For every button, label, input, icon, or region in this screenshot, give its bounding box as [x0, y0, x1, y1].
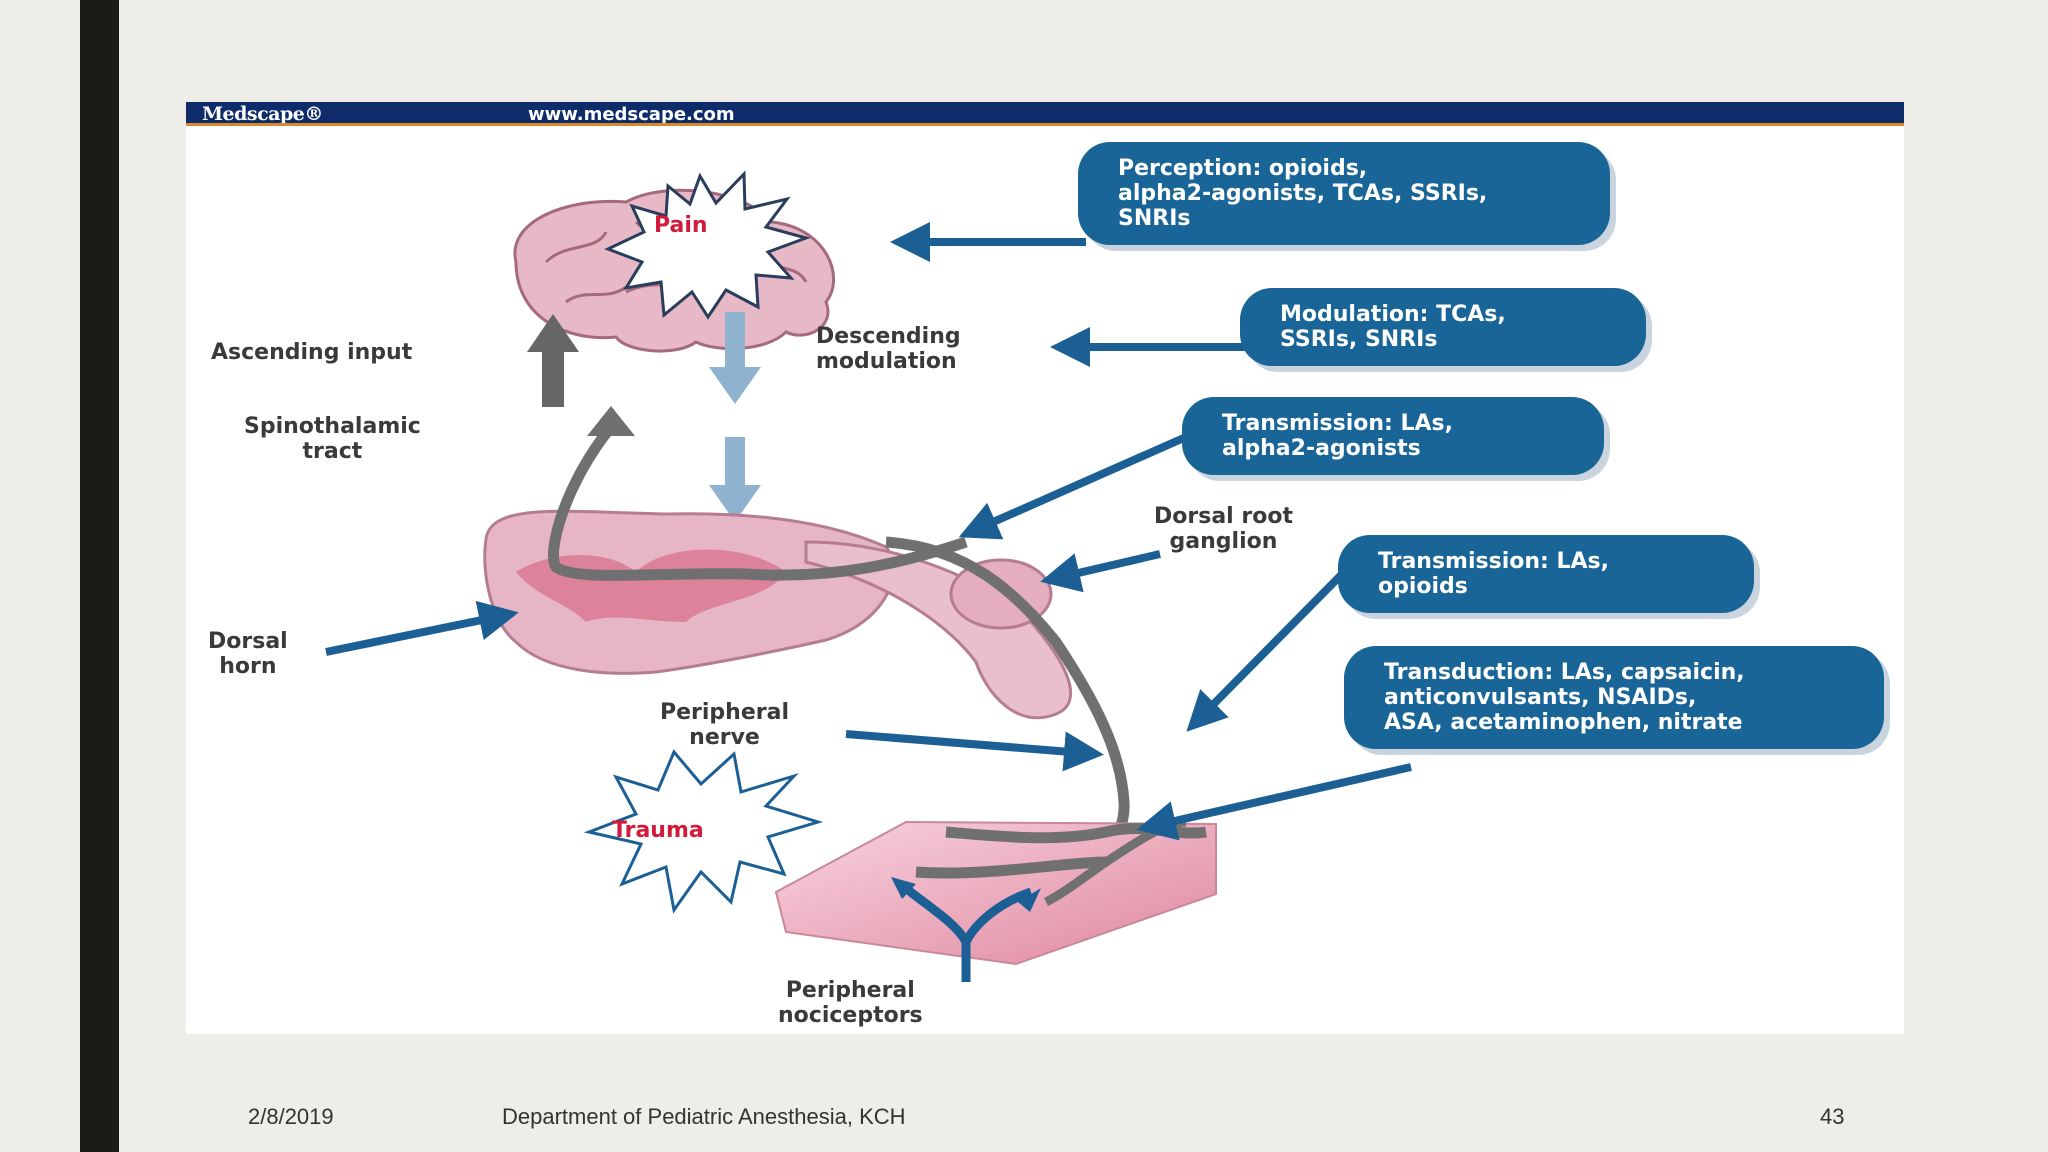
ascending-input-arrow [527, 314, 579, 407]
transmission-las-alpha2-box: Transmission: LAs, alpha2-agonists [1182, 397, 1604, 475]
header-orange-stripe [186, 123, 1904, 126]
peripheral-nerve-label: Peripheral nerve [660, 700, 790, 750]
pain-burst-label: Pain [654, 213, 708, 238]
transmission-las-opioids-box: Transmission: LAs, opioids [1338, 535, 1754, 613]
nociceptor-y-marker [891, 877, 1041, 982]
modulation-drugs-box: Modulation: TCAs, SSRIs, SNRIs [1240, 288, 1646, 366]
ascending-input-label: Ascending input [211, 340, 413, 365]
spinothalamic-arrow-head [587, 406, 635, 436]
annotation-arrows [325, 222, 1412, 841]
left-accent-bar [80, 0, 119, 1152]
pain-pathway-figure: Medscape® www.medscape.com [186, 102, 1904, 1034]
descending-modulation-arrow-lower [709, 437, 761, 522]
pain-burst [604, 170, 811, 320]
diagram-drawing [325, 170, 1412, 982]
footer-date: 2/8/2019 [248, 1104, 334, 1129]
medscape-url: www.medscape.com [528, 104, 735, 125]
medscape-header-bar: Medscape® www.medscape.com [186, 102, 1904, 126]
trauma-burst-label: Trauma [612, 818, 704, 843]
perception-drugs-box: Perception: opioids, alpha2-agonists, TC… [1078, 142, 1610, 245]
dorsal-root-ganglion-label: Dorsal root ganglion [1154, 504, 1293, 554]
spinothalamic-tract-label: Spinothalamic tract [244, 414, 421, 464]
descending-modulation-arrow-upper [709, 312, 761, 404]
footer-page-number: 43 [1820, 1104, 1845, 1129]
trauma-burst [583, 749, 824, 914]
dorsal-horn-label: Dorsal horn [208, 629, 288, 679]
footer-department: Department of Pediatric Anesthesia, KCH [502, 1104, 906, 1129]
descending-modulation-label: Descending modulation [816, 324, 961, 374]
spinal-cord-cross-section [483, 509, 1073, 720]
peripheral-nociceptors-label: Peripheral nociceptors [778, 978, 923, 1028]
medscape-logo: Medscape® [202, 103, 323, 125]
peripheral-tissue-block [774, 817, 1217, 966]
transduction-drugs-box: Transduction: LAs, capsaicin, anticonvul… [1344, 646, 1884, 749]
